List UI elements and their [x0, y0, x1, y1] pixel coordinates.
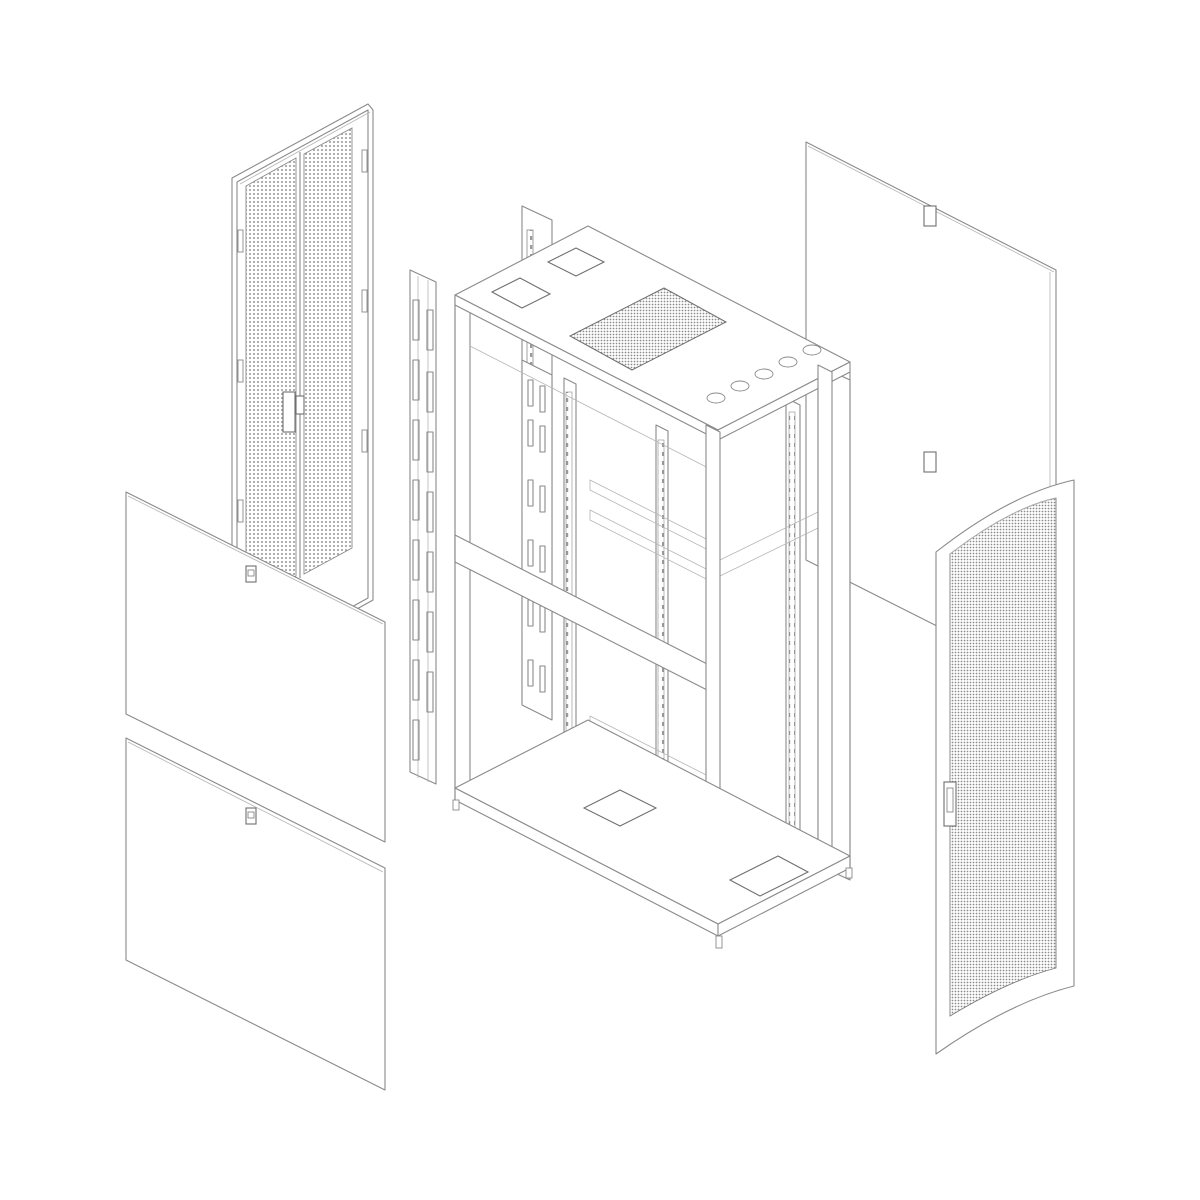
split-rear-door [231, 103, 374, 677]
panel-latch-icon [245, 807, 257, 825]
caster-icon [452, 799, 853, 949]
door-handle-icon [943, 781, 957, 827]
vertical-pdu-rail [409, 269, 437, 785]
pdu-outlets [412, 299, 434, 761]
side-panel-upper [125, 491, 386, 843]
front-curved-door [935, 479, 1075, 1055]
door-handle-icon [282, 391, 305, 433]
side-panel-lower [125, 737, 386, 1091]
panel-latch-icon [245, 565, 257, 583]
rack-frame [452, 205, 853, 949]
panel-latch-icon [923, 205, 937, 473]
